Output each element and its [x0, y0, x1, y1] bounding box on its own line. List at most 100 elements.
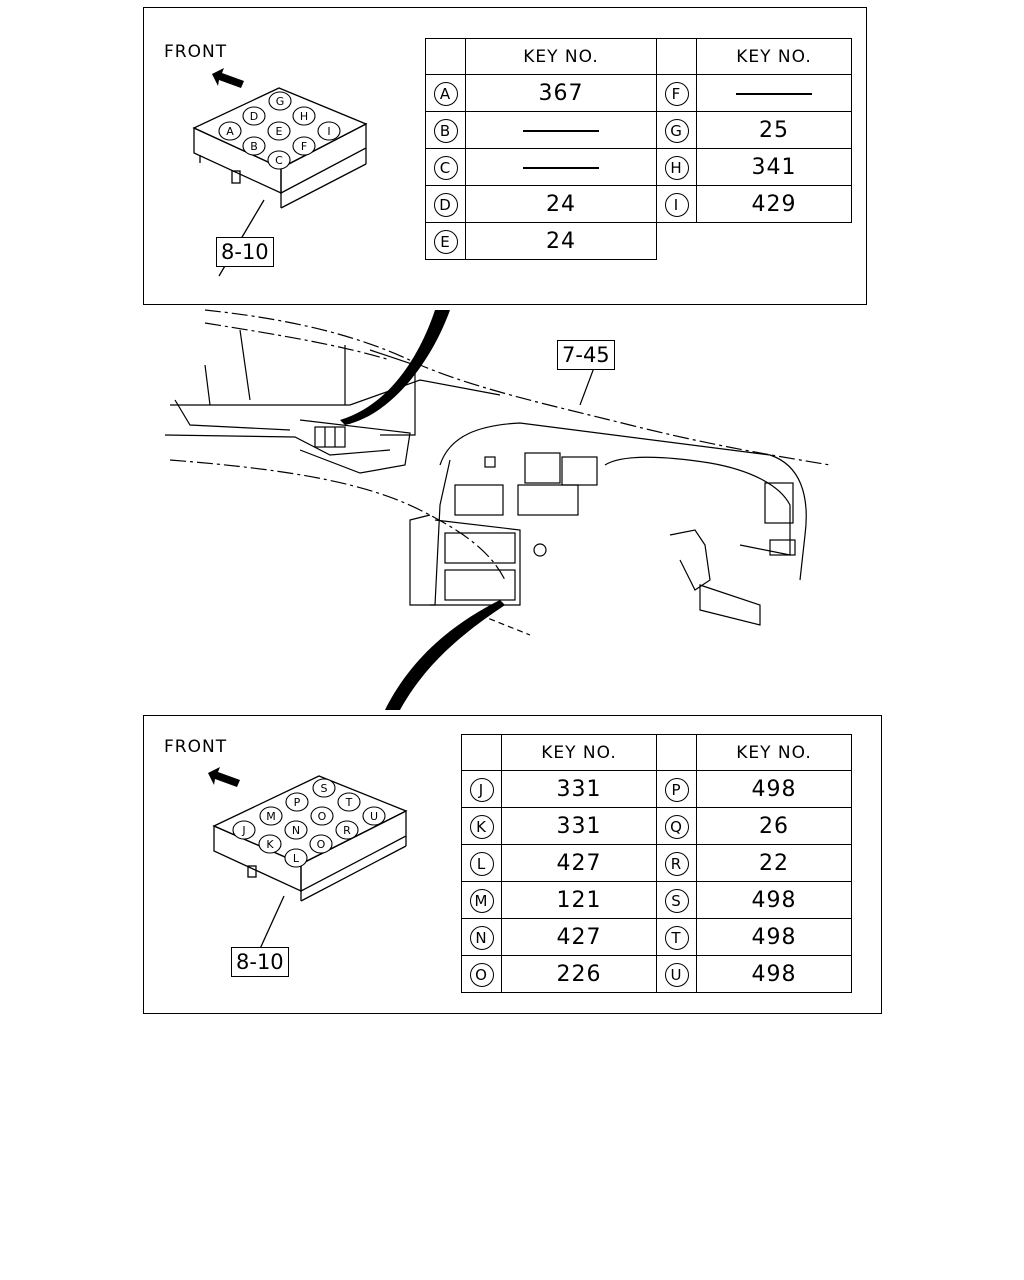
- key-no-cell: 498: [696, 881, 852, 919]
- pin-letter-cell: B: [425, 111, 466, 149]
- connector-pin-letter: F: [301, 140, 307, 153]
- table-row: A 367 F: [425, 74, 852, 112]
- pin-letter-cell: C: [425, 148, 466, 186]
- no-key-dash: [736, 92, 812, 95]
- pin-letter: B: [433, 119, 458, 143]
- connector-pin-letter: D: [250, 110, 258, 123]
- pin-letter-cell: K: [461, 807, 502, 845]
- pin-letter-cell: P: [656, 770, 697, 808]
- connector-pin: [317, 121, 341, 141]
- no-key-dash: [523, 129, 599, 132]
- connector-pin-letter: K: [266, 838, 274, 851]
- connector-pin: [335, 820, 359, 840]
- connector-pin-letter: C: [275, 154, 283, 167]
- pin-letter: I: [664, 193, 689, 217]
- connector-pin-letter: H: [300, 110, 308, 123]
- front-arrow-icon: [208, 767, 240, 787]
- pin-letter: K: [469, 815, 494, 839]
- pin-letter-cell: Q: [656, 807, 697, 845]
- key-no-value: 26: [759, 813, 789, 839]
- pin-letter-cell: N: [461, 918, 502, 956]
- connector-pin: [232, 820, 256, 840]
- key-no-value: 498: [751, 776, 797, 802]
- key-no-value: 498: [751, 961, 797, 987]
- connector-pin-letter: U: [370, 810, 378, 823]
- key-no-header: KEY NO.: [696, 38, 852, 75]
- pin-letter-cell: D: [425, 185, 466, 223]
- key-no-value: 429: [751, 191, 797, 217]
- connector-pin: [312, 778, 336, 798]
- key-no-cell: 498: [696, 770, 852, 808]
- connector-pin-letter: L: [293, 852, 300, 865]
- connector-pin-letter: G: [276, 95, 285, 108]
- key-no-cell: 121: [501, 881, 657, 919]
- connector-pin: [267, 150, 291, 170]
- pin-letter: G: [664, 119, 689, 143]
- key-no-cell: 331: [501, 770, 657, 808]
- key-no-value: 226: [556, 961, 602, 987]
- key-no-value: 367: [538, 80, 584, 106]
- pin-letter-cell: R: [656, 844, 697, 882]
- dashboard-drawing: [164, 309, 831, 710]
- key-no-cell: 25: [696, 111, 852, 149]
- key-no-cell: 24: [465, 222, 657, 260]
- pin-letter-cell: U: [656, 955, 697, 993]
- front-label: FRONT: [164, 737, 228, 757]
- connector-pin-letter: R: [343, 824, 351, 837]
- key-no-header: KEY NO.: [696, 734, 852, 771]
- key-no-value: 22: [759, 850, 789, 876]
- connector-pin: [268, 91, 292, 111]
- key-no-cell: [696, 74, 852, 112]
- pin-letter: M: [469, 889, 494, 913]
- pin-letter-cell: A: [425, 74, 466, 112]
- front-label: FRONT: [164, 42, 228, 62]
- pin-letter-cell: F: [656, 74, 697, 112]
- pin-letter-cell: I: [656, 185, 697, 223]
- no-key-dash: [523, 166, 599, 169]
- key-no-header: KEY NO.: [465, 38, 657, 75]
- key-no-cell: 367: [465, 74, 657, 112]
- pin-letter: U: [664, 963, 689, 987]
- key-no-cell: 26: [696, 807, 852, 845]
- key-no-cell: 427: [501, 918, 657, 956]
- pin-letter: D: [433, 193, 458, 217]
- pin-letter: L: [469, 852, 494, 876]
- key-no-value: 331: [556, 776, 602, 802]
- pin-letter: F: [664, 82, 689, 106]
- dashboard-ref-label: 7-45: [557, 340, 615, 370]
- pin-letter-cell: H: [656, 148, 697, 186]
- connector-pin: [258, 834, 282, 854]
- key-no-cell: 341: [696, 148, 852, 186]
- table-row: D 24 I 429: [425, 185, 852, 223]
- pin-letter: R: [664, 852, 689, 876]
- connector-pin-letter: J: [241, 824, 245, 837]
- key-no-value: 24: [546, 228, 576, 254]
- pin-letter-cell: E: [425, 222, 466, 260]
- table-row: C H 341: [425, 148, 852, 186]
- pin-letter-cell: O: [461, 955, 502, 993]
- connector-pin-letter: S: [321, 782, 328, 795]
- pin-letter: T: [664, 926, 689, 950]
- pin-letter-cell: J: [461, 770, 502, 808]
- pin-letter: A: [433, 82, 458, 106]
- connector-pin: [267, 121, 291, 141]
- connector-pin-letter: M: [266, 810, 276, 823]
- connector-pin: [310, 806, 334, 826]
- key-no-cell: 226: [501, 955, 657, 993]
- connector-pin-letter: I: [327, 125, 330, 138]
- key-no-value: 498: [751, 887, 797, 913]
- key-no-value: 24: [546, 191, 576, 217]
- key-no-cell: [465, 148, 657, 186]
- pin-letter-cell: T: [656, 918, 697, 956]
- key-no-value: 331: [556, 813, 602, 839]
- pin-letter: J: [469, 778, 494, 802]
- connector-pin-letter: O: [317, 838, 326, 851]
- key-no-value: 341: [751, 154, 797, 180]
